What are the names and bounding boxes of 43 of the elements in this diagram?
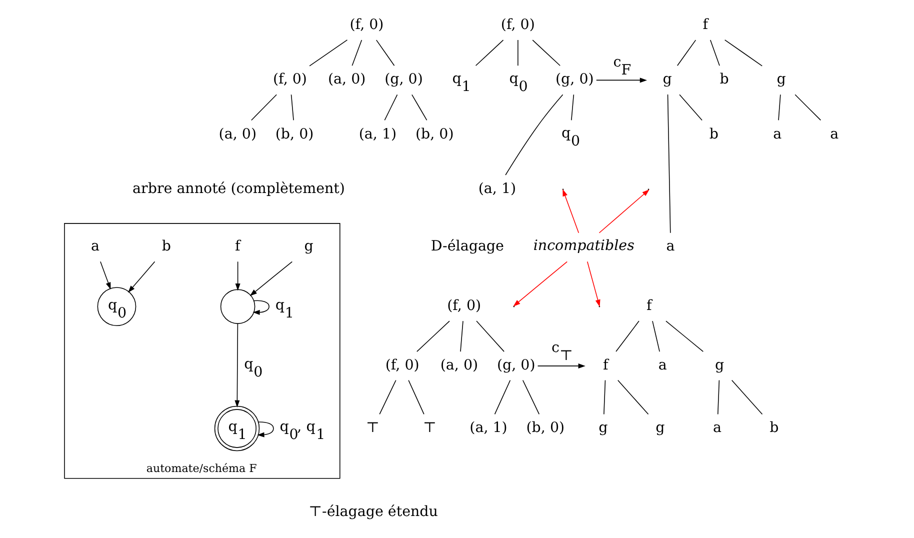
- node-text: (f, 0): [447, 298, 482, 314]
- node-text: (g, 0): [384, 72, 423, 88]
- node-text: f: [702, 17, 708, 34]
- label: D-élagage: [430, 238, 504, 255]
- node-text: (b, 0): [275, 126, 314, 142]
- node-text: (f, 0): [500, 17, 535, 34]
- node-text: (b, 0): [415, 126, 454, 142]
- label: arbre annoté (complètement): [132, 180, 345, 197]
- node-text: g: [304, 238, 314, 255]
- node-text: ⊤: [366, 420, 380, 436]
- node-text: (a, 0): [218, 126, 257, 142]
- node-text: a: [666, 238, 675, 255]
- node-text: (a, 1): [478, 180, 516, 197]
- node-text: (g, 0): [496, 357, 536, 374]
- node-text: g: [776, 72, 786, 88]
- node-text: a: [713, 420, 722, 436]
- node-text: a: [773, 126, 782, 142]
- node-text: g: [714, 357, 724, 374]
- node-text: f: [646, 298, 652, 314]
- node-text: incompatibles: [533, 238, 634, 254]
- node-text: b: [709, 126, 719, 142]
- node-text: (b, 0): [526, 420, 565, 436]
- node-text: (f, 0): [350, 17, 384, 34]
- node-text: (a, 0): [440, 357, 478, 374]
- node-text: f: [235, 238, 240, 255]
- node-text: b: [720, 72, 729, 88]
- node-text: a: [91, 238, 100, 255]
- node-text: (a, 1): [470, 420, 508, 436]
- node-text: ⊤: [422, 420, 436, 436]
- node-text: (g, 0): [556, 72, 594, 88]
- node-text: f: [603, 357, 608, 374]
- node-text: (a, 1): [358, 126, 397, 142]
- node-text: g: [598, 420, 608, 436]
- node-text: (f, 0): [273, 72, 307, 88]
- node-text: g: [662, 72, 672, 88]
- node-text: (f, 0): [385, 357, 420, 374]
- label: ⊤-élagage étendu: [308, 504, 438, 520]
- node-text: a: [658, 357, 667, 374]
- node-text: (a, 0): [328, 72, 366, 88]
- node-text: g: [656, 420, 665, 436]
- node-text: b: [162, 238, 171, 255]
- node-text: b: [770, 420, 779, 436]
- node-text: a: [830, 126, 839, 142]
